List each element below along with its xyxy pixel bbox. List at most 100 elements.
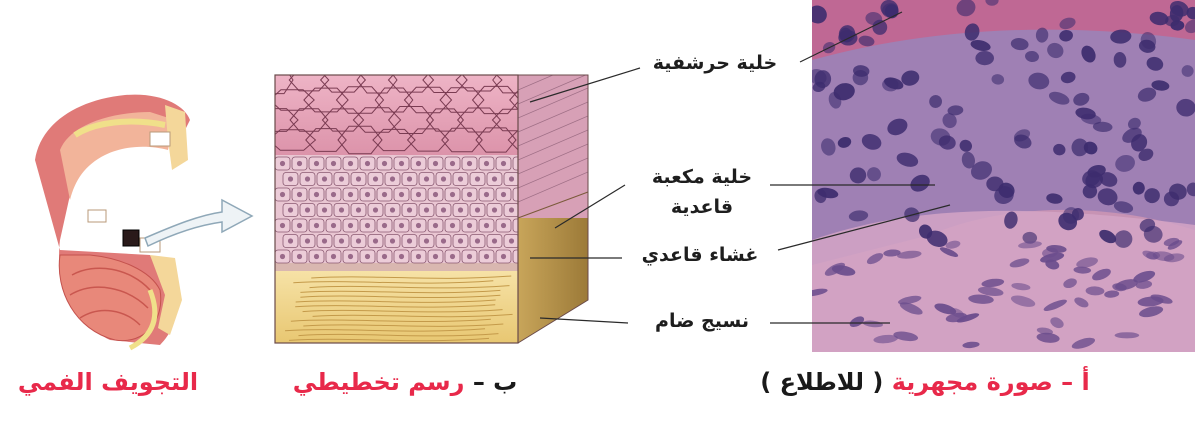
cell-nucleus: [339, 207, 344, 212]
cell-nucleus: [288, 207, 293, 212]
cell-nucleus: [467, 192, 472, 197]
cell-nucleus: [475, 238, 480, 243]
cell-nucleus: [322, 238, 327, 243]
cell-nucleus: [305, 176, 310, 181]
caption-schematic: ب – رسم تخطيطي: [280, 368, 530, 396]
cell-nucleus: [390, 238, 395, 243]
cell-nucleus: [475, 207, 480, 212]
cell-nucleus: [450, 254, 455, 259]
cell-nucleus: [348, 254, 353, 259]
cell-nucleus: [509, 238, 514, 243]
cell-nucleus: [450, 223, 455, 228]
cell-nucleus: [365, 254, 370, 259]
cell-nucleus: [416, 192, 421, 197]
block-front-face: [252, 66, 552, 343]
basement-membrane: [275, 263, 518, 271]
caption-schematic-text: رسم تخطيطي: [293, 368, 465, 396]
cell-nucleus: [467, 254, 472, 259]
sample-region-marker: [123, 230, 139, 246]
label-basement-membrane: غشاء قاعدي: [625, 244, 775, 266]
cell-nucleus: [416, 223, 421, 228]
cell-nucleus: [373, 207, 378, 212]
cell-nucleus: [348, 223, 353, 228]
schematic-block: [252, 60, 588, 348]
cell-nucleus: [348, 161, 353, 166]
cell-nucleus: [399, 223, 404, 228]
cell-nucleus: [424, 238, 429, 243]
cell-nucleus: [382, 192, 387, 197]
cell-nucleus: [416, 254, 421, 259]
cell-nucleus: [492, 176, 497, 181]
cell-nucleus: [322, 207, 327, 212]
cell-nucleus: [305, 238, 310, 243]
cell-nucleus: [484, 254, 489, 259]
micrograph-nucleus: [975, 51, 994, 65]
cell-nucleus: [365, 161, 370, 166]
cell-nucleus: [501, 223, 506, 228]
label-connective-tissue: نسيج ضام: [632, 310, 772, 332]
cell-nucleus: [458, 207, 463, 212]
cell-nucleus: [297, 161, 302, 166]
cell-nucleus: [365, 223, 370, 228]
cell-nucleus: [399, 192, 404, 197]
cell-nucleus: [288, 238, 293, 243]
cell-nucleus: [322, 176, 327, 181]
micrograph-nucleus: [1115, 332, 1140, 338]
caption-for-info: ( للاطلاع ): [760, 368, 883, 396]
cell-nucleus: [365, 192, 370, 197]
cell-nucleus: [373, 176, 378, 181]
block-side-face: [518, 60, 588, 348]
cell-nucleus: [356, 207, 361, 212]
cell-nucleus: [280, 254, 285, 259]
cell-nucleus: [331, 161, 336, 166]
caption-micrograph-text: صورة مجهرية: [892, 368, 1053, 396]
cell-nucleus: [441, 207, 446, 212]
cell-nucleus: [484, 161, 489, 166]
label-basal-cuboidal-line1: خلية مكعبة: [632, 166, 772, 188]
caption-oral-cavity: التجويف الفمي: [8, 368, 208, 396]
cell-nucleus: [339, 238, 344, 243]
cell-nucleus: [501, 192, 506, 197]
cell-nucleus: [450, 192, 455, 197]
cell-nucleus: [297, 223, 302, 228]
cell-nucleus: [399, 254, 404, 259]
cell-nucleus: [331, 192, 336, 197]
cell-nucleus: [441, 238, 446, 243]
cell-nucleus: [509, 176, 514, 181]
cell-nucleus: [390, 207, 395, 212]
cell-nucleus: [390, 176, 395, 181]
cell-nucleus: [450, 161, 455, 166]
cell-nucleus: [509, 207, 514, 212]
caption-micrograph-prefix: أ –: [1061, 368, 1090, 396]
cell-nucleus: [314, 223, 319, 228]
tooth: [88, 210, 106, 222]
cell-nucleus: [492, 207, 497, 212]
cell-nucleus: [484, 192, 489, 197]
cell-nucleus: [339, 176, 344, 181]
cell-nucleus: [433, 161, 438, 166]
cell-nucleus: [305, 207, 310, 212]
cell-nucleus: [356, 176, 361, 181]
cell-nucleus: [467, 223, 472, 228]
cell-nucleus: [407, 176, 412, 181]
oral-cavity-illustration: [35, 95, 190, 348]
cell-nucleus: [288, 176, 293, 181]
cell-nucleus: [280, 223, 285, 228]
cell-nucleus: [331, 223, 336, 228]
cell-nucleus: [280, 161, 285, 166]
cell-nucleus: [433, 254, 438, 259]
cell-nucleus: [280, 192, 285, 197]
zoom-arrow: [145, 200, 252, 246]
cell-nucleus: [458, 176, 463, 181]
micrograph: [803, 0, 1195, 352]
cell-nucleus: [424, 176, 429, 181]
cell-nucleus: [433, 192, 438, 197]
label-squamous-cell: خلية حرشفية: [640, 52, 790, 74]
cell-nucleus: [407, 238, 412, 243]
cell-nucleus: [297, 192, 302, 197]
cell-nucleus: [382, 223, 387, 228]
cell-nucleus: [467, 161, 472, 166]
cell-nucleus: [356, 238, 361, 243]
